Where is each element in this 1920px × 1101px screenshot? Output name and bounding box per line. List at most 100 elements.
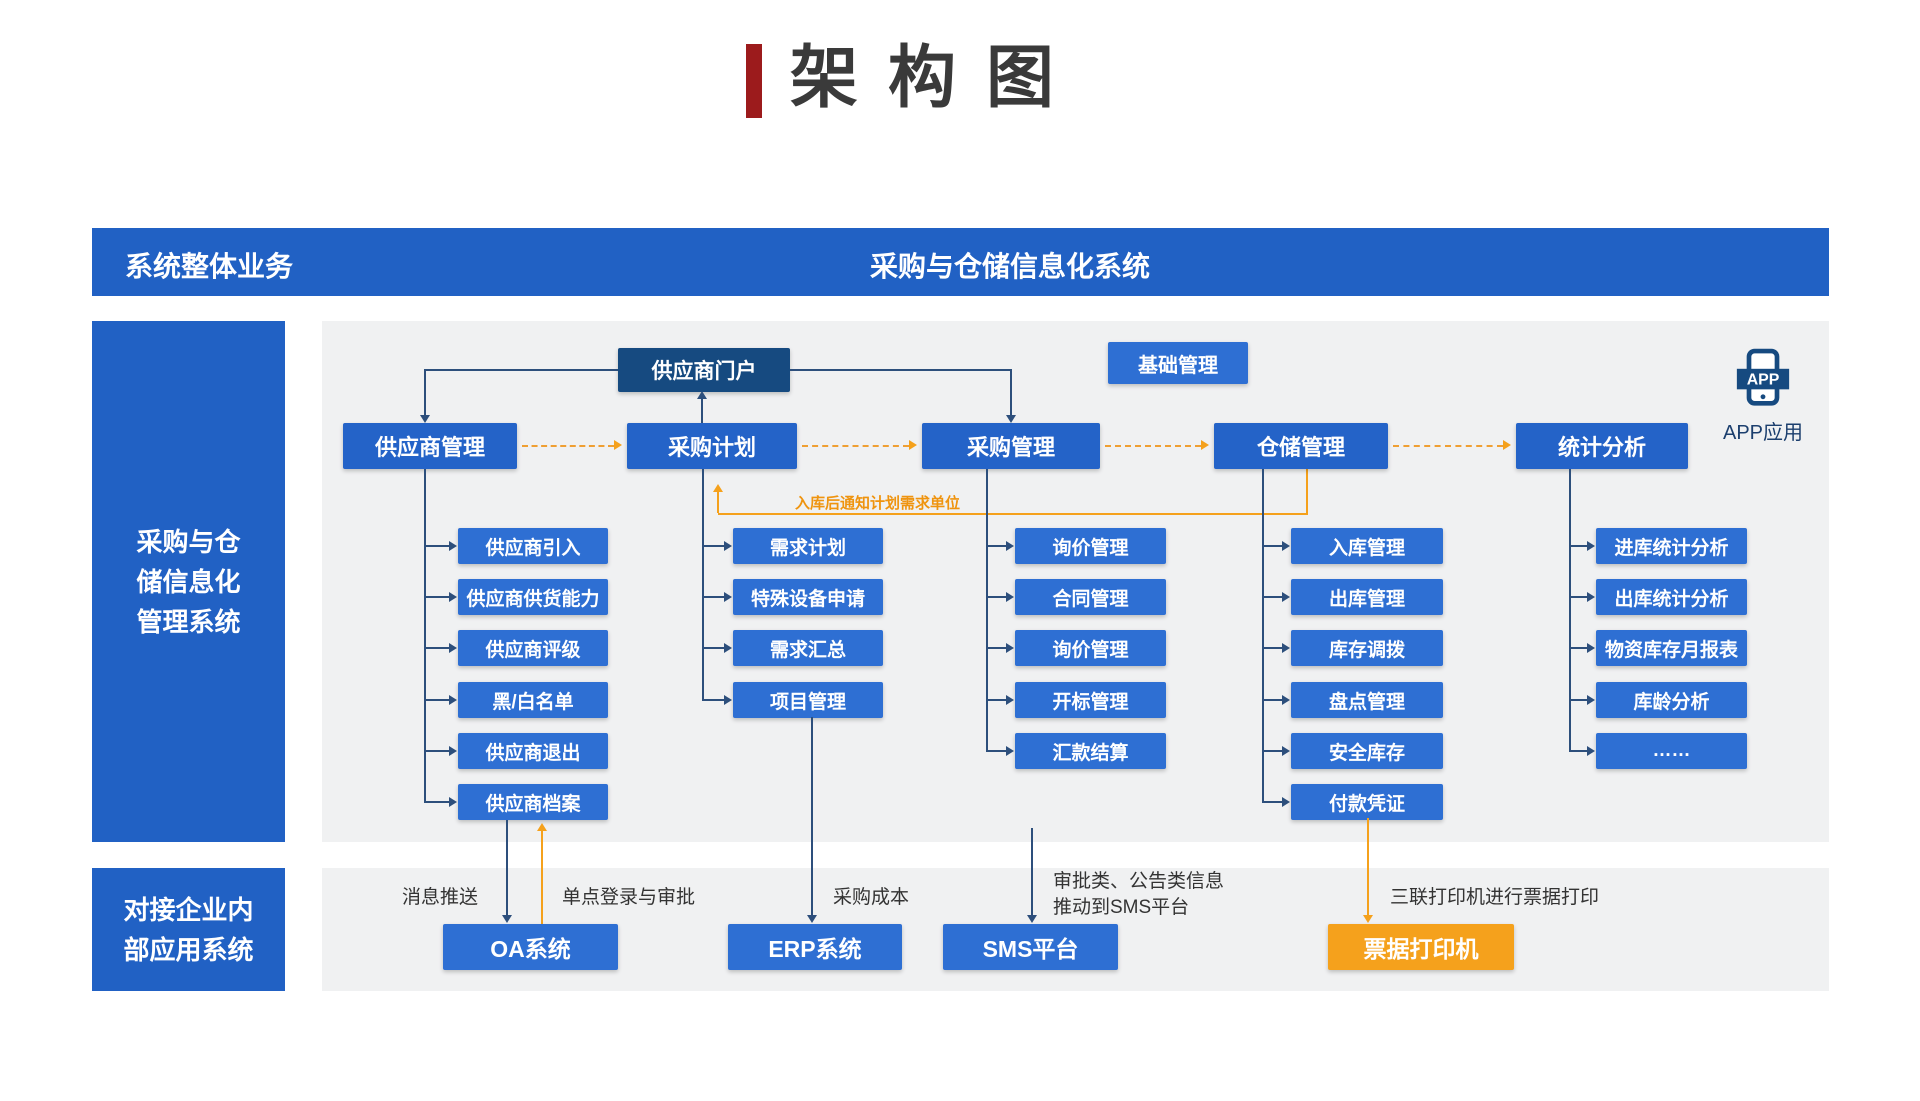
warehouse-notify-note: 入库后通知计划需求单位 (795, 495, 961, 512)
orange-arrowhead (537, 823, 547, 831)
orange-arrowhead (1503, 440, 1511, 450)
node-4-0: 进库统计分析 (1596, 528, 1747, 564)
stub-line (1569, 647, 1588, 649)
stub-line (1569, 545, 1588, 547)
dashed-connector (1393, 445, 1503, 447)
node-2-3: 开标管理 (1015, 682, 1166, 718)
arrowhead (420, 415, 430, 423)
stub-line (424, 647, 450, 649)
note-purchase-cost: 采购成本 (833, 887, 910, 908)
note-sms-push: 审批类、公告类信息 推动到SMS平台 (1053, 871, 1225, 918)
arrowhead (697, 391, 707, 399)
node-erp-system: ERP系统 (728, 924, 902, 970)
stub-line (1569, 699, 1588, 701)
stub-line (986, 699, 1007, 701)
arrowhead (449, 541, 457, 551)
app-badge-text: APP (1747, 372, 1780, 389)
connector-line (1031, 828, 1033, 917)
node-3-5: 付款凭证 (1291, 784, 1443, 820)
sidebar-bottom-label: 对接企业内 部应用系统 (123, 894, 254, 965)
orange-arrowhead (1201, 440, 1209, 450)
arrowhead (724, 695, 732, 705)
node-0-5: 供应商档案 (458, 784, 608, 820)
arrowhead (1587, 746, 1595, 756)
orange-connector-line (717, 492, 719, 513)
node-supplier-portal: 供应商门户 (618, 348, 790, 392)
app-label: APP应用 (1722, 422, 1804, 444)
stub-line (986, 596, 1007, 598)
orange-arrowhead (713, 484, 723, 492)
stub-line (424, 545, 450, 547)
orange-arrowhead (614, 440, 622, 450)
arrowhead (724, 541, 732, 551)
node-base-management: 基础管理 (1108, 342, 1248, 384)
orange-arrowhead (1363, 915, 1373, 923)
sidebar-top-label: 采购与仓 储信息化 管理系统 (136, 526, 241, 637)
connector-line (424, 369, 426, 416)
connector-line (1010, 369, 1012, 416)
arrowhead (1587, 695, 1595, 705)
stub-line (1262, 545, 1283, 547)
stub-line (1262, 699, 1283, 701)
orange-connector-line (1367, 818, 1369, 917)
node-4-1: 出库统计分析 (1596, 579, 1747, 615)
note-sso-approval: 单点登录与审批 (562, 887, 696, 908)
arrowhead (1006, 592, 1014, 602)
stub-line (1569, 750, 1588, 752)
stub-line (1262, 596, 1283, 598)
node-0-1: 供应商供货能力 (458, 579, 608, 615)
column-header-2: 采购管理 (922, 423, 1100, 469)
stub-line (702, 647, 725, 649)
column-header-4: 统计分析 (1516, 423, 1688, 469)
page-title: 架构图 (790, 40, 1085, 116)
arrowhead (1027, 915, 1037, 923)
arrowhead (1282, 541, 1290, 551)
node-ticket-printer: 票据打印机 (1328, 924, 1514, 970)
arrowhead (724, 643, 732, 653)
node-3-2: 库存调拨 (1291, 630, 1443, 666)
arrowhead (449, 746, 457, 756)
node-4-3: 库龄分析 (1596, 682, 1747, 718)
orange-connector-line (541, 831, 543, 924)
note-ticket-print: 三联打印机进行票据打印 (1390, 887, 1600, 908)
arrowhead (1282, 592, 1290, 602)
arrowhead (502, 915, 512, 923)
node-2-4: 汇款结算 (1015, 733, 1166, 769)
arrowhead (1006, 695, 1014, 705)
arrowhead (1006, 746, 1014, 756)
stub-line (986, 647, 1007, 649)
node-2-1: 合同管理 (1015, 579, 1166, 615)
node-sms-platform: SMS平台 (943, 924, 1118, 970)
connector-line (790, 369, 1011, 371)
trunk-line (986, 469, 988, 751)
node-oa-system: OA系统 (443, 924, 618, 970)
stub-line (1569, 596, 1588, 598)
trunk-line (1569, 469, 1571, 751)
arrowhead (1282, 797, 1290, 807)
orange-arrowhead (909, 440, 917, 450)
dashed-connector (1105, 445, 1201, 447)
node-2-2: 询价管理 (1015, 630, 1166, 666)
stub-line (1262, 647, 1283, 649)
connector-line (506, 820, 508, 917)
header-left-label: 系统整体业务 (125, 251, 294, 282)
orange-connector-line (1306, 469, 1308, 515)
node-4-2: 物资库存月报表 (1596, 630, 1747, 666)
stub-line (424, 699, 450, 701)
header-center-label: 采购与仓储信息化系统 (869, 251, 1150, 282)
stub-line (986, 545, 1007, 547)
stub-line (986, 750, 1007, 752)
arrowhead (1006, 643, 1014, 653)
page-title-block: 架构图 (746, 38, 1084, 118)
node-1-3: 项目管理 (733, 682, 883, 718)
node-3-3: 盘点管理 (1291, 682, 1443, 718)
column-header-0: 供应商管理 (343, 423, 517, 469)
stub-line (1262, 750, 1283, 752)
arrowhead (449, 643, 457, 653)
node-0-3: 黑/白名单 (458, 682, 608, 718)
node-0-0: 供应商引入 (458, 528, 608, 564)
connector-line (425, 369, 618, 371)
arrowhead (1282, 746, 1290, 756)
node-1-2: 需求汇总 (733, 630, 883, 666)
